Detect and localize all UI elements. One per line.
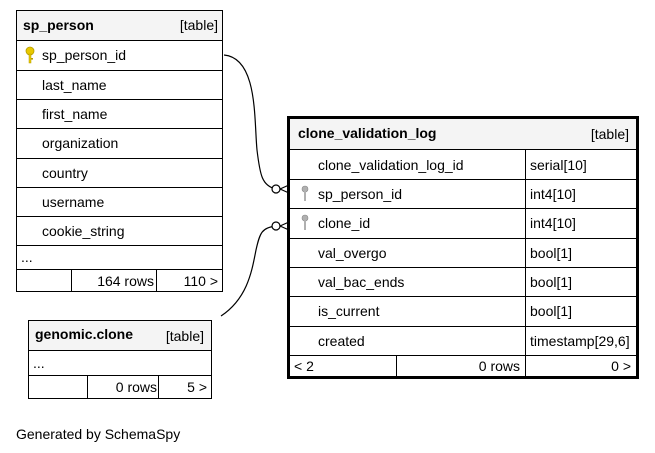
column-row[interactable]: cookie_string	[17, 216, 222, 245]
table-header: sp_person [table]	[17, 11, 222, 40]
column-row[interactable]: created timestamp[29,6]	[290, 326, 636, 355]
fk-endpoint-clone	[271, 221, 281, 231]
children-count-link[interactable]: 0 >	[611, 358, 631, 374]
column-name: sp_person_id	[42, 47, 127, 63]
column-name: organization	[42, 135, 119, 151]
column-row[interactable]: organization	[17, 128, 222, 158]
column-name: val_bac_ends	[318, 274, 405, 290]
table-footer: 0 rows 5 >	[29, 375, 211, 398]
table-footer: < 2 0 rows 0 >	[290, 355, 636, 376]
table-type-label: [table]	[590, 126, 629, 142]
children-count-link[interactable]: 5 >	[187, 379, 207, 395]
column-name: country	[42, 165, 88, 181]
column-name: created	[318, 333, 365, 349]
column-row[interactable]: last_name	[17, 70, 222, 99]
ellipsis: ...	[21, 249, 33, 265]
table-genomic-clone[interactable]: genomic.clone [table] ... 0 rows 5 >	[28, 320, 212, 399]
row-count: 0 rows	[115, 379, 157, 395]
column-name: sp_person_id	[318, 186, 403, 202]
column-type: bool[1]	[530, 245, 573, 261]
table-type-label: [table]	[179, 17, 218, 33]
row-count: 0 rows	[478, 358, 520, 374]
column-name: is_current	[318, 303, 380, 319]
table-sp-person[interactable]: sp_person [table] sp_person_id last_name…	[16, 10, 223, 292]
column-name: clone_validation_log_id	[318, 157, 464, 173]
column-name: clone_id	[318, 215, 371, 231]
table-name[interactable]: clone_validation_log	[298, 125, 437, 141]
column-type: serial[10]	[530, 157, 587, 173]
column-name: cookie_string	[42, 223, 125, 239]
column-row[interactable]: val_overgo bool[1]	[290, 238, 636, 267]
ellipsis-row: ...	[17, 245, 222, 269]
column-row[interactable]: country	[17, 158, 222, 187]
column-row[interactable]: first_name	[17, 99, 222, 128]
column-name: first_name	[42, 106, 108, 122]
column-row[interactable]: sp_person_id	[17, 40, 222, 70]
column-type: bool[1]	[530, 274, 573, 290]
column-type: timestamp[29,6]	[530, 333, 630, 349]
table-clone-validation-log[interactable]: clone_validation_log [table] clone_valid…	[287, 116, 639, 379]
table-type-label: [table]	[165, 328, 204, 344]
foreign-key-icon	[301, 214, 309, 230]
column-row[interactable]: clone_id int4[10]	[290, 208, 636, 238]
column-name: last_name	[42, 77, 107, 93]
column-row[interactable]: sp_person_id int4[10]	[290, 179, 636, 208]
generated-by-footer: Generated by SchemaSpy	[16, 426, 181, 442]
children-count-link[interactable]: 110 >	[183, 273, 218, 289]
column-row[interactable]: is_current bool[1]	[290, 296, 636, 326]
fk-line-sp-person	[223, 54, 277, 190]
parents-count-link[interactable]: < 2	[294, 358, 314, 374]
column-name: username	[42, 194, 105, 210]
table-name[interactable]: sp_person	[23, 17, 94, 33]
column-type: int4[10]	[530, 186, 576, 202]
row-count: 164 rows	[97, 273, 154, 289]
table-footer: 164 rows 110 >	[17, 269, 222, 291]
column-type: int4[10]	[530, 215, 576, 231]
column-row[interactable]: val_bac_ends bool[1]	[290, 267, 636, 296]
foreign-key-icon	[301, 185, 309, 201]
table-name[interactable]: genomic.clone	[35, 326, 134, 342]
column-type: bool[1]	[530, 303, 573, 319]
column-row[interactable]: clone_validation_log_id serial[10]	[290, 149, 636, 179]
table-header: genomic.clone [table]	[29, 321, 211, 350]
fk-endpoint-sp-person	[271, 184, 281, 194]
column-row[interactable]: username	[17, 187, 222, 216]
fk-line-genomic-clone	[220, 225, 277, 317]
key-icon	[25, 46, 35, 64]
ellipsis: ...	[33, 355, 45, 371]
column-name: val_overgo	[318, 245, 387, 261]
table-header: clone_validation_log [table]	[290, 119, 636, 149]
ellipsis-row: ...	[29, 350, 211, 375]
